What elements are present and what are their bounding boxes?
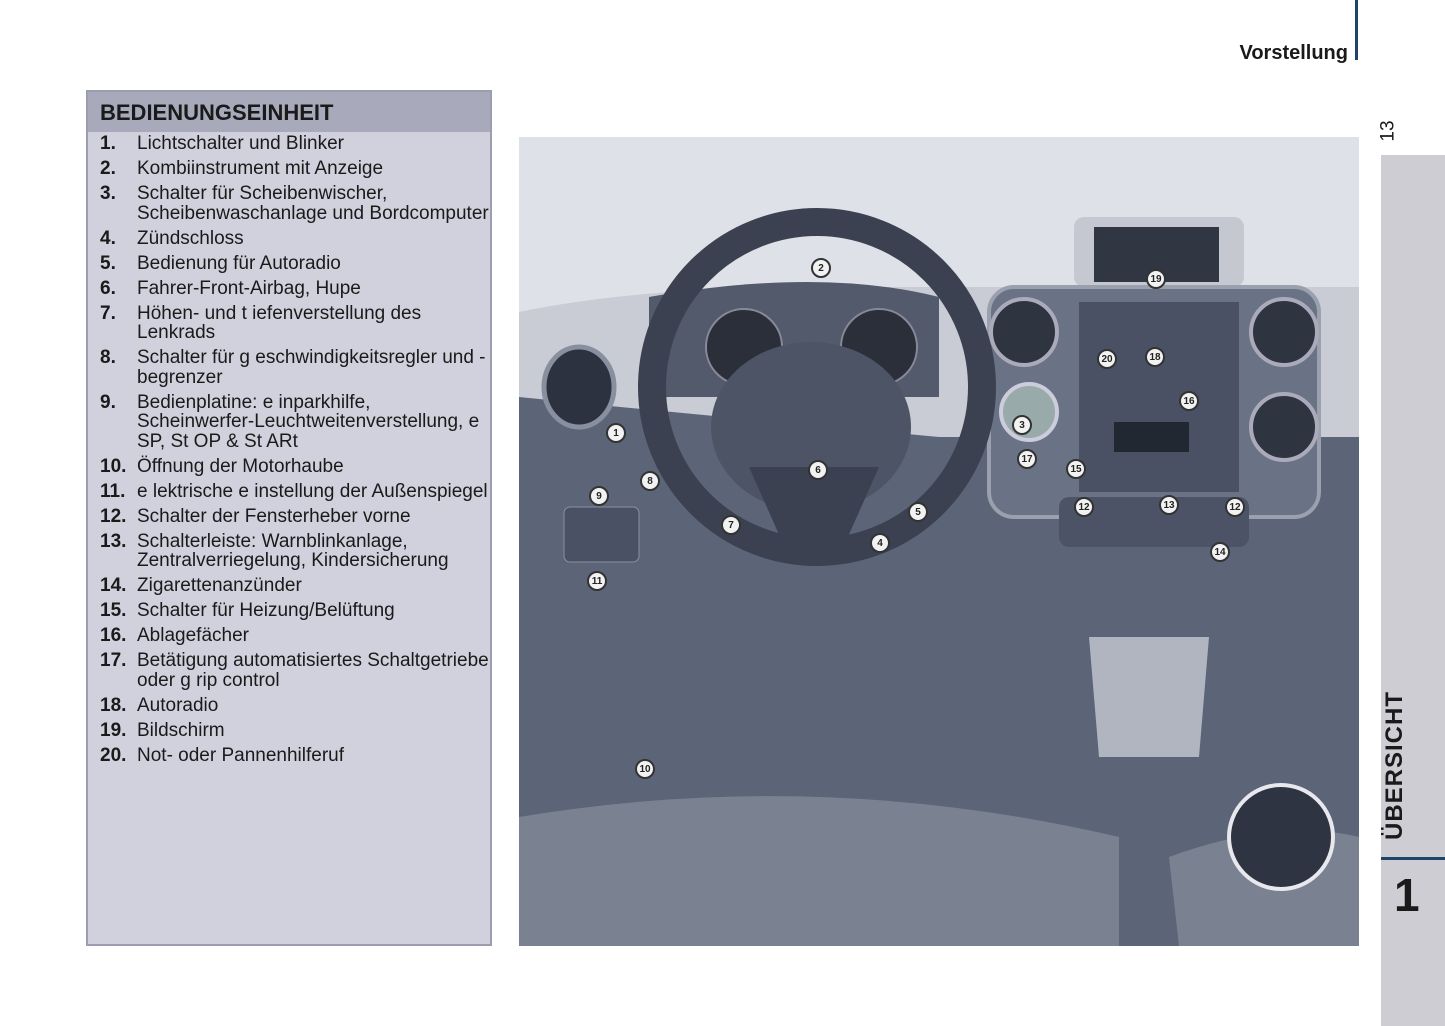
- legend-item-number: 2.: [100, 158, 116, 179]
- legend-item-number: 5.: [100, 252, 116, 274]
- legend-item: 2. Kombiinstrument mit Anzeige: [100, 159, 490, 179]
- legend-item-number: 3.: [100, 183, 116, 204]
- legend-item-text: Öffnung der Motorhaube: [137, 455, 344, 477]
- callout-1: 1: [606, 423, 626, 443]
- callout-18: 18: [1145, 347, 1165, 367]
- legend-item-number: 4.: [100, 227, 116, 249]
- legend-item: 19. Bildschirm: [100, 719, 490, 741]
- chapter-tab-rule: [1381, 857, 1445, 860]
- legend-item-text: Bildschirm: [137, 719, 225, 741]
- callout-12-left: 12: [1074, 497, 1094, 517]
- legend-item: 13. Schalterleiste: Warnblinkanlage, Zent…: [100, 530, 490, 571]
- legend-item-text: Schalterleiste: Warnblinkanlage, Zentral…: [137, 530, 449, 571]
- legend-item: 20. Not- oder Pannenhilferuf: [100, 744, 490, 766]
- legend-item-number: 1.: [100, 133, 116, 154]
- legend-item: 3. Schalter für Scheibenwischer, Scheiben…: [100, 184, 490, 223]
- legend-item-text: Bedienung für Autoradio: [137, 252, 341, 274]
- callout-9: 9: [589, 486, 609, 506]
- legend-item-text: Höhen- und t iefenverstellung des Lenkra…: [137, 302, 422, 343]
- legend-item-number: 10.: [100, 455, 127, 477]
- callout-20: 20: [1097, 349, 1117, 369]
- legend-item: 12. Schalter der Fensterheber vorne: [100, 505, 490, 527]
- legend-list: 1. Lichtschalter und Blinker 2. Kombiinstru…: [88, 132, 490, 765]
- legend-item: 8. Schalter für g eschwindigkeitsregler u…: [100, 348, 490, 387]
- legend-item-number: 13.: [100, 530, 127, 552]
- legend-item: 7. Höhen- und t iefenverstellung des Lenk…: [100, 302, 490, 343]
- legend-item-number: 20.: [100, 744, 127, 766]
- dashboard-illustration: 1 2 3 4 5 6 7 8 9 10 11 12 12 13 14 15 1…: [519, 137, 1359, 946]
- legend-item-number: 17.: [100, 650, 127, 671]
- callout-6: 6: [808, 460, 828, 480]
- legend-item: 17. Betätigung automatisiertes Schaltgetr…: [100, 651, 490, 690]
- callout-12-right: 12: [1225, 497, 1245, 517]
- legend-item-text: Zigarettenanzünder: [137, 575, 302, 596]
- legend-item-text: Schalter für Heizung/Belüftung: [137, 600, 395, 621]
- callout-16: 16: [1179, 391, 1199, 411]
- dashboard-drawing: [519, 137, 1359, 946]
- legend-item-number: 12.: [100, 505, 127, 527]
- callout-10: 10: [635, 759, 655, 779]
- legend-item: 15. Schalter für Heizung/Belüftung: [100, 601, 490, 621]
- legend-item-number: 8.: [100, 347, 116, 368]
- legend-box: BEDIENUNGSEINHEIT 1. Lichtschalter und Bl…: [86, 90, 492, 946]
- callout-3: 3: [1012, 415, 1032, 435]
- legend-item-number: 19.: [100, 719, 127, 741]
- legend-item-text: e lektrische e instellung der Außenspieg…: [137, 480, 488, 502]
- legend-item-text: Lichtschalter und Blinker: [137, 133, 344, 154]
- legend-item-number: 16.: [100, 625, 127, 646]
- legend-item-text: Autoradio: [137, 694, 219, 716]
- legend-item-text: Schalter für Scheibenwischer, Scheibenwa…: [137, 183, 489, 224]
- chapter-tab: [1381, 155, 1445, 1026]
- callout-2: 2: [811, 258, 831, 278]
- legend-item-text: Fahrer-Front-Airbag, Hupe: [137, 277, 361, 299]
- legend-item-text: Zündschloss: [137, 227, 244, 249]
- legend-item-number: 14.: [100, 575, 127, 596]
- legend-item: 16. Ablagefächer: [100, 626, 490, 646]
- legend-item-number: 15.: [100, 600, 127, 621]
- callout-5: 5: [908, 502, 928, 522]
- legend-item: 11. e lektrische e instellung der Außensp…: [100, 480, 490, 502]
- callout-14: 14: [1210, 542, 1230, 562]
- legend-item: 10. Öffnung der Motorhaube: [100, 455, 490, 477]
- legend-item: 6. Fahrer-Front-Airbag, Hupe: [100, 277, 490, 299]
- legend-item-text: Bedienplatine: e inparkhilfe, Scheinwerf…: [137, 391, 480, 452]
- legend-item-number: 6.: [100, 277, 116, 299]
- chapter-tab-label: ÜBERSICHT: [1381, 690, 1408, 840]
- legend-title: BEDIENUNGSEINHEIT: [88, 92, 490, 132]
- legend-item-number: 7.: [100, 302, 116, 324]
- legend-item: 14. Zigarettenanzünder: [100, 576, 490, 596]
- legend-item-text: Ablagefächer: [137, 625, 249, 646]
- callout-11: 11: [587, 571, 607, 591]
- legend-item: 1. Lichtschalter und Blinker: [100, 134, 490, 154]
- legend-item: 4. Zündschloss: [100, 227, 490, 249]
- legend-item-number: 11.: [100, 480, 126, 502]
- callout-15: 15: [1066, 459, 1086, 479]
- legend-item: 18. Autoradio: [100, 694, 490, 716]
- chapter-number: 1: [1394, 869, 1420, 921]
- legend-item-text: Schalter der Fensterheber vorne: [137, 505, 411, 527]
- callout-13: 13: [1159, 495, 1179, 515]
- callout-8: 8: [640, 471, 660, 491]
- legend-item-text: Not- oder Pannenhilferuf: [137, 744, 345, 766]
- legend-item: 5. Bedienung für Autoradio: [100, 252, 490, 274]
- legend-item-text: Kombiinstrument mit Anzeige: [137, 158, 384, 179]
- legend-item-number: 18.: [100, 694, 127, 716]
- legend-item-text: Betätigung automatisiertes Schaltgetrieb…: [137, 650, 489, 691]
- header-rule: [1355, 0, 1358, 60]
- legend-item-number: 9.: [100, 391, 116, 413]
- legend-item: 9. Bedienplatine: e inparkhilfe, Scheinwe…: [100, 391, 490, 452]
- legend-item-text: Schalter für g eschwindigkeitsregler und…: [137, 347, 486, 388]
- callout-17: 17: [1017, 449, 1037, 469]
- section-title: Vorstellung: [1239, 42, 1348, 64]
- callout-4: 4: [870, 533, 890, 553]
- callout-19: 19: [1146, 269, 1166, 289]
- callout-7: 7: [721, 515, 741, 535]
